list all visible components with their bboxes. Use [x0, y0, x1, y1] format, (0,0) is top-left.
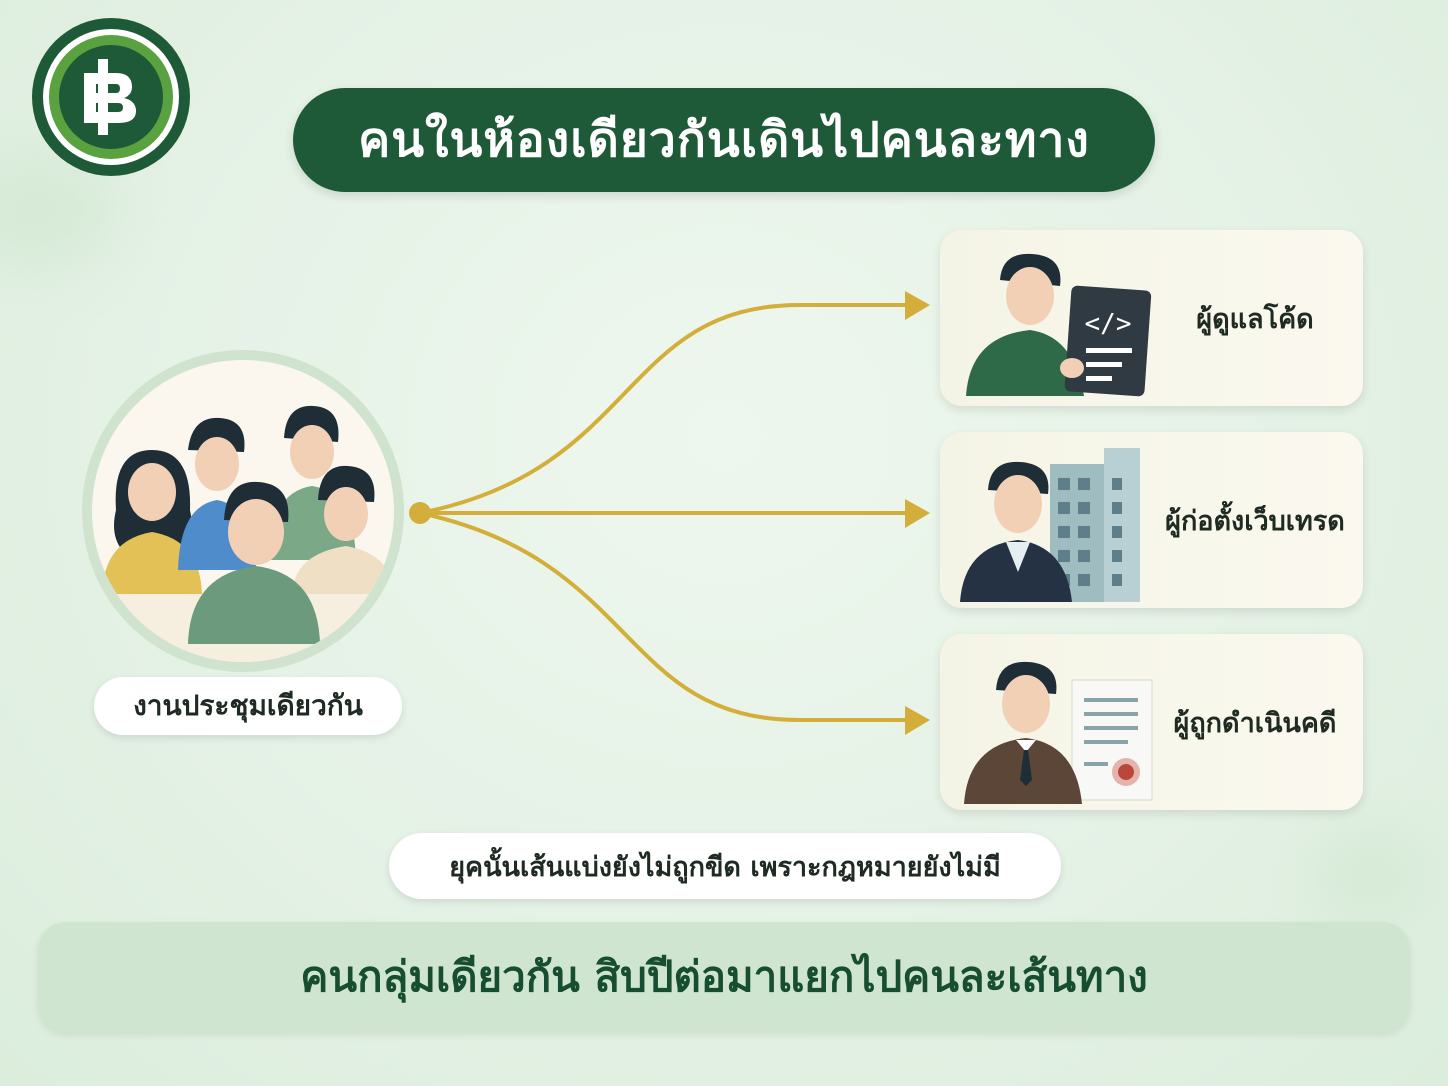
group-of-people-icon: [92, 405, 394, 662]
baht-symbol-icon: [84, 59, 136, 135]
arrow-to-code-maintainer: [418, 303, 907, 515]
branch-card-code-maintainer: </> ผู้ดูแลโค้ด: [940, 230, 1363, 406]
branch-card-founder: ผู้ก่อตั้งเว็บเทรด: [940, 432, 1363, 608]
arrow-to-defendant: [418, 511, 907, 722]
page-title: คนในห้องเดียวกันเดินไปคนละทาง: [293, 88, 1155, 192]
svg-text:</>: </>: [1085, 309, 1132, 339]
branch-label: ผู้ดูแลโค้ด: [1196, 303, 1314, 335]
office-building-icon: [960, 448, 1140, 602]
legal-document-icon: [964, 661, 1153, 804]
arrowhead: [905, 291, 930, 320]
caption-note: ยุคนั้นเส้นแบ่งยังไม่ถูกขีด เพราะกฎหมายย…: [389, 833, 1061, 899]
background-blob: [1310, 830, 1430, 920]
branch-card-defendant: ผู้ถูกดำเนินคดี: [940, 634, 1363, 810]
branch-label: ผู้ถูกดำเนินคดี: [1173, 707, 1337, 739]
group-illustration: [82, 350, 404, 672]
branch-origin-dot: [409, 502, 431, 524]
source-label: งานประชุมเดียวกัน: [94, 677, 402, 735]
baht-coin-logo: [32, 18, 190, 176]
arrowhead: [905, 499, 930, 528]
code-document-icon: </>: [966, 253, 1152, 397]
footer-banner: คนกลุ่มเดียวกัน สิบปีต่อมาแยกไปคนละเส้นท…: [38, 922, 1410, 1032]
branch-label: ผู้ก่อตั้งเว็บเทรด: [1165, 505, 1345, 537]
arrowhead: [905, 706, 930, 735]
